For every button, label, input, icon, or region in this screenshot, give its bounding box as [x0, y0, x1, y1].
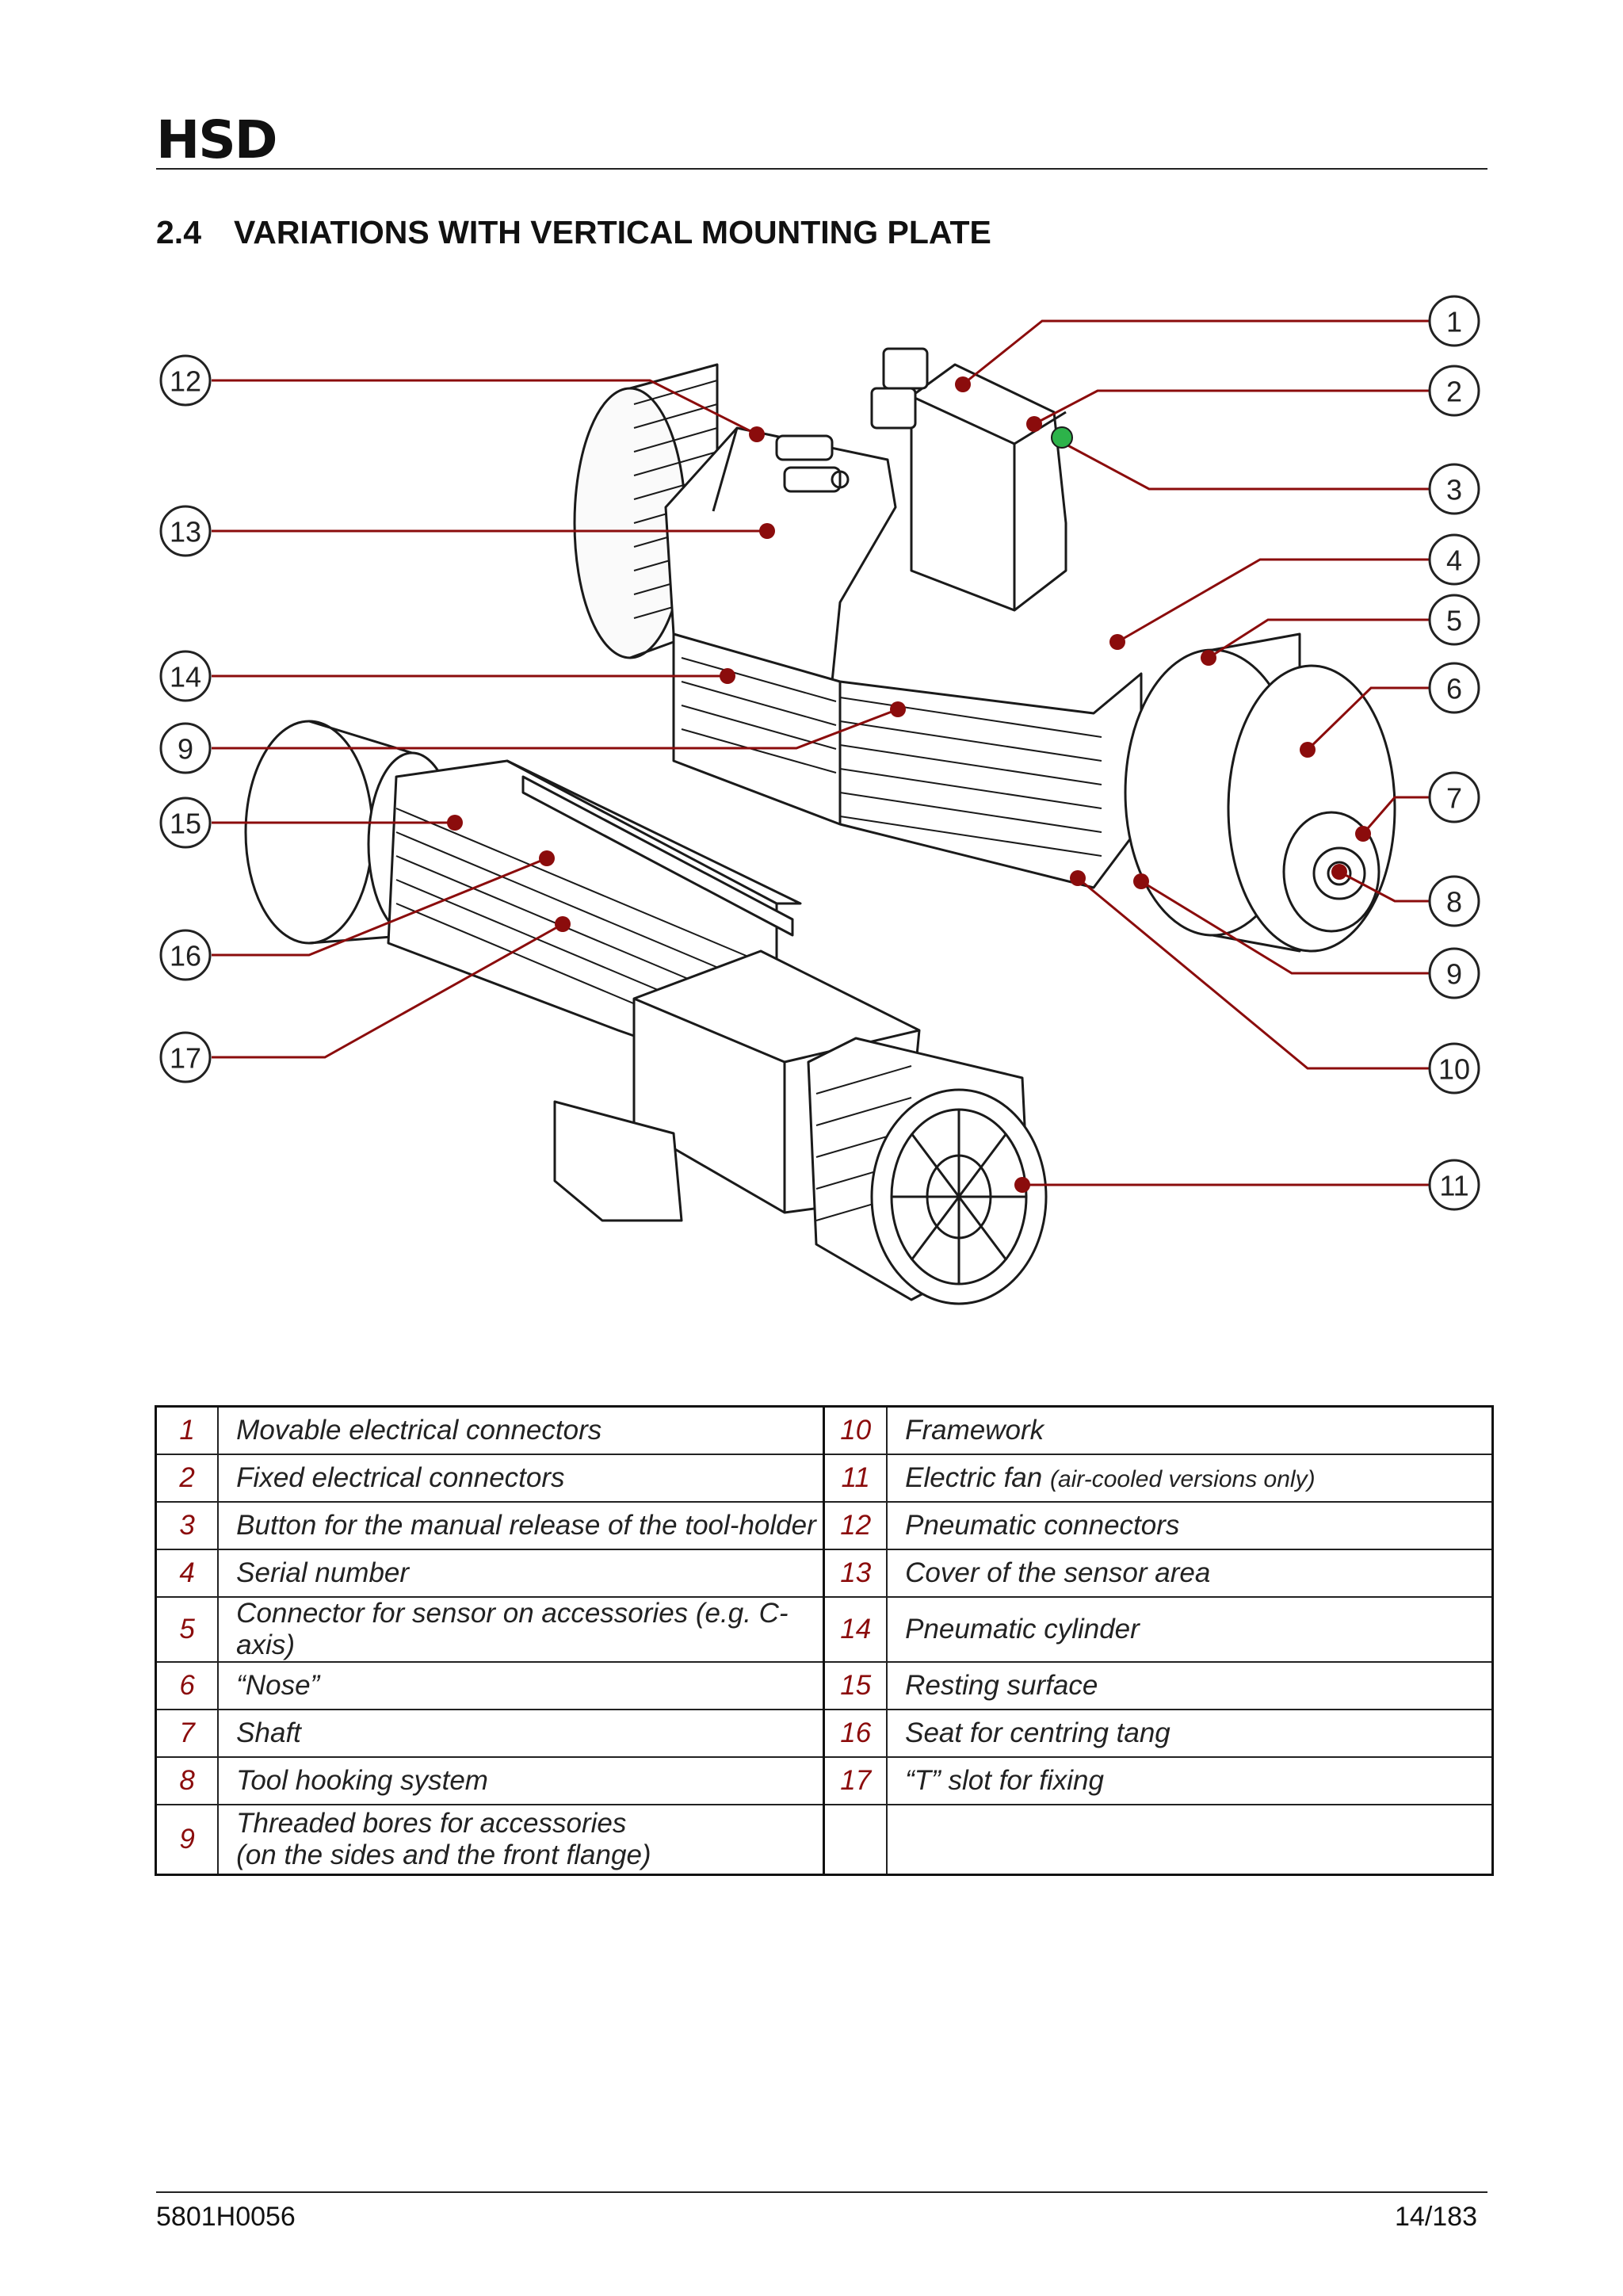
- legend-number: 3: [155, 1501, 220, 1550]
- legend-text: “Nose”: [217, 1661, 825, 1710]
- leader-12: [212, 379, 758, 436]
- legend-number: 10: [823, 1405, 888, 1455]
- legend-text: Pneumatic cylinder: [886, 1596, 1494, 1663]
- legend-text: Connector for sensor on accessories (e.g…: [217, 1596, 825, 1663]
- leader-4: [1117, 558, 1429, 644]
- footer-rule: [156, 2191, 1487, 2193]
- table-row: 1 Movable electrical connectors 10 Frame…: [155, 1405, 1494, 1455]
- table-row: 7 Shaft 16 Seat for centring tang: [155, 1709, 1494, 1758]
- legend-text: Threaded bores for accessories (on the s…: [217, 1804, 825, 1876]
- legend-number: 17: [823, 1756, 888, 1805]
- leader-9a: [212, 708, 899, 750]
- callout-17: 17: [170, 1042, 201, 1075]
- leader-3: [1061, 441, 1429, 491]
- hsd-logo: HSD: [156, 109, 278, 170]
- legend-number: 13: [823, 1549, 888, 1598]
- callout-16: 16: [170, 940, 201, 972]
- callout-12: 12: [170, 365, 201, 398]
- legend-text: Cover of the sensor area: [886, 1549, 1494, 1598]
- legend-text: Seat for centring tang: [886, 1709, 1494, 1758]
- mounting-bracket: [553, 1100, 683, 1222]
- legend-text: “T” slot for fixing: [886, 1756, 1494, 1805]
- legend-number: 4: [155, 1549, 220, 1598]
- callout-14: 14: [170, 661, 201, 693]
- legend-text: Electric fan (air-cooled versions only): [886, 1454, 1494, 1503]
- leader-5: [1208, 618, 1429, 659]
- section-number: 2.4: [156, 214, 201, 250]
- leader-9b: [1140, 880, 1429, 975]
- table-row: 3 Button for the manual release of the t…: [155, 1501, 1494, 1550]
- legend-text-note: (air-cooled versions only): [1049, 1466, 1316, 1492]
- callout-3: 3: [1446, 474, 1462, 506]
- legend-text: Movable electrical connectors: [217, 1405, 825, 1455]
- release-button: [1051, 426, 1073, 449]
- legend-number: 14: [823, 1596, 888, 1663]
- legend-number: 11: [823, 1454, 888, 1503]
- legend-text: Tool hooking system: [217, 1756, 825, 1805]
- section-title-text: VARIATIONS WITH VERTICAL MOUNTING PLATE: [234, 214, 991, 250]
- callout-15: 15: [170, 808, 201, 840]
- callout-5: 5: [1446, 605, 1462, 637]
- pneumatic-connectors: [775, 434, 850, 493]
- leader-7: [1361, 796, 1429, 835]
- table-row: 8 Tool hooking system 17 “T” slot for fi…: [155, 1756, 1494, 1805]
- legend-text-line2: (on the sides and the front flange): [236, 1839, 651, 1870]
- table-row: 9 Threaded bores for accessories (on the…: [155, 1804, 1494, 1876]
- legend-number: 7: [155, 1709, 220, 1758]
- table-row: 2 Fixed electrical connectors 11 Electri…: [155, 1454, 1494, 1503]
- table-row: 4 Serial number 13 Cover of the sensor a…: [155, 1549, 1494, 1598]
- leader-17: [212, 923, 563, 1059]
- table-row: 5 Connector for sensor on accessories (e…: [155, 1596, 1494, 1663]
- legend-number: 15: [823, 1661, 888, 1710]
- legend-text: Pneumatic connectors: [886, 1501, 1494, 1550]
- table-row: 6 “Nose” 15 Resting surface: [155, 1661, 1494, 1710]
- callout-7: 7: [1446, 782, 1462, 815]
- header-rule: [156, 168, 1487, 170]
- callout-10: 10: [1438, 1053, 1470, 1086]
- spindle-figure: 1 2 3 4 5 6 7 8 9 10 11 12 13 14 9 15 16…: [159, 295, 1480, 1305]
- leader-6: [1306, 686, 1429, 751]
- t-slot: [521, 775, 794, 937]
- legend-text: Framework: [886, 1405, 1494, 1455]
- legend-number: 5: [155, 1596, 220, 1663]
- leader-1: [962, 319, 1429, 386]
- callout-4: 4: [1446, 544, 1462, 577]
- callout-6: 6: [1446, 673, 1462, 705]
- legend-number: 6: [155, 1661, 220, 1710]
- upper-main-body: [672, 632, 1143, 889]
- legend-text: Fixed electrical connectors: [217, 1454, 825, 1503]
- legend-number: [823, 1804, 888, 1876]
- legend-text-line1: Threaded bores for accessories: [236, 1808, 627, 1839]
- legend-number: 2: [155, 1454, 220, 1503]
- upper-nose: [1124, 632, 1396, 953]
- callout-9a: 9: [178, 733, 193, 766]
- legend-number: 1: [155, 1405, 220, 1455]
- callout-11: 11: [1439, 1170, 1468, 1202]
- leader-16: [212, 857, 548, 957]
- legend-number: 16: [823, 1709, 888, 1758]
- page-number: 14/183: [1395, 2202, 1477, 2232]
- legend-text: Shaft: [217, 1709, 825, 1758]
- leader-2: [1033, 389, 1429, 426]
- legend-text: [886, 1804, 1494, 1876]
- leader-10: [1077, 877, 1429, 1070]
- legend-number: 8: [155, 1756, 220, 1805]
- callout-9b: 9: [1446, 958, 1462, 991]
- legend-text: Button for the manual release of the too…: [217, 1501, 825, 1550]
- legend-number: 9: [155, 1804, 220, 1876]
- document-code: 5801H0056: [156, 2202, 296, 2232]
- callout-13: 13: [170, 516, 201, 548]
- legend-text-main: Framework: [905, 1415, 1044, 1446]
- legend-text: Serial number: [217, 1549, 825, 1598]
- section-title: 2.4 VARIATIONS WITH VERTICAL MOUNTING PLA…: [156, 214, 991, 251]
- legend-table: 1 Movable electrical connectors 10 Frame…: [155, 1405, 1494, 1876]
- electric-fan: [870, 1088, 1048, 1305]
- callout-2: 2: [1446, 376, 1462, 408]
- leader-8: [1338, 870, 1429, 903]
- legend-number: 12: [823, 1501, 888, 1550]
- legend-text: Resting surface: [886, 1661, 1494, 1710]
- callout-1: 1: [1446, 306, 1462, 338]
- legend-text-main: Electric fan: [905, 1462, 1043, 1493]
- callout-8: 8: [1446, 886, 1462, 919]
